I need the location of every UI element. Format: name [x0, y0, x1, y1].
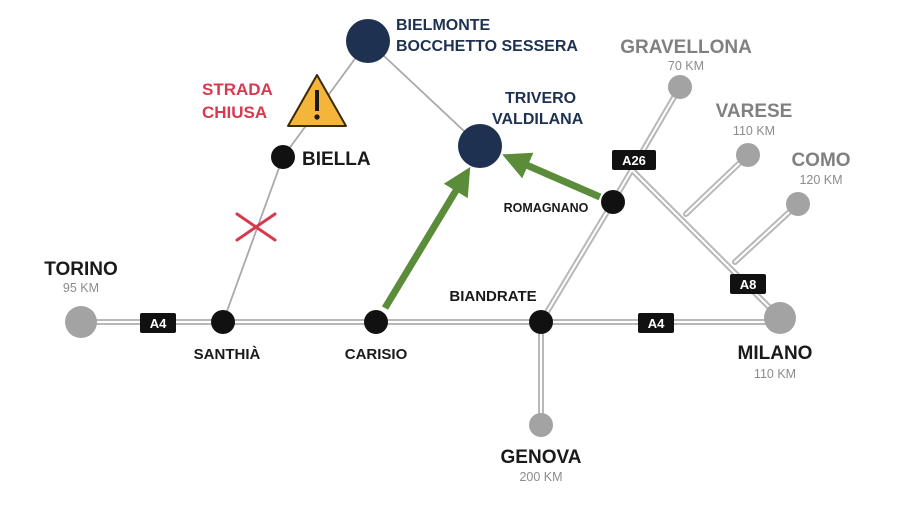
destination-nodes: [346, 19, 502, 168]
label-genova: GENOVA: [501, 447, 582, 468]
route-arrow-icon: [382, 167, 471, 310]
svg-text:A4: A4: [150, 316, 167, 331]
label-carisio: CARISIO: [345, 346, 408, 363]
label-gravellona: GRAVELLONA: [620, 37, 752, 58]
badge-a4-east: A4: [638, 313, 674, 333]
node-biella: [271, 145, 295, 169]
node-como: [786, 192, 810, 216]
label-bielmonte-line2: BOCCHETTO SESSERA: [396, 38, 578, 55]
svg-text:A4: A4: [648, 316, 665, 331]
distance-gravellona: 70 KM: [668, 59, 704, 73]
label-biandrate: BIANDRATE: [449, 288, 536, 305]
node-bielmonte: [346, 19, 390, 63]
label-strada-chiusa-line1: STRADA: [202, 80, 273, 99]
label-strada-chiusa-line2: CHIUSA: [202, 103, 267, 122]
label-santhia: SANTHIÀ: [194, 346, 261, 363]
node-carisio: [364, 310, 388, 334]
node-genova: [529, 413, 553, 437]
label-varese: VARESE: [716, 101, 793, 122]
grey-nodes: [65, 75, 810, 437]
distance-milano: 110 KM: [754, 367, 796, 381]
node-milano: [764, 302, 796, 334]
label-torino: TORINO: [44, 259, 118, 280]
route-arrow-icon: [502, 152, 602, 201]
node-biandrate: [529, 310, 553, 334]
road-bielmonte-trivero: [367, 40, 481, 147]
route-arrows: [382, 152, 602, 310]
motorways: [78, 84, 801, 428]
distance-varese: 110 KM: [733, 124, 775, 138]
distance-genova: 200 KM: [519, 470, 562, 484]
label-trivero-line1: TRIVERO: [505, 90, 576, 107]
node-santhia: [211, 310, 235, 334]
node-trivero: [458, 124, 502, 168]
node-gravellona: [668, 75, 692, 99]
label-milano: MILANO: [738, 343, 813, 364]
node-torino: [65, 306, 97, 338]
junction-nodes: [211, 145, 625, 334]
labels: BIELMONTE BOCCHETTO SESSERA TRIVERO VALD…: [44, 17, 850, 484]
warning-icon: [287, 74, 347, 127]
closed-road-x-icon: [235, 212, 277, 242]
badge-a26: A26: [612, 150, 656, 170]
svg-text:A26: A26: [622, 153, 646, 168]
badge-a8: A8: [730, 274, 766, 294]
distance-como: 120 KM: [799, 173, 842, 187]
label-como: COMO: [791, 150, 850, 171]
node-varese: [736, 143, 760, 167]
node-romagnano: [601, 190, 625, 214]
label-bielmonte-line1: BIELMONTE: [396, 17, 491, 34]
svg-text:A8: A8: [740, 277, 757, 292]
label-romagnano: ROMAGNANO: [504, 201, 589, 215]
road-santhia-biella: [222, 156, 284, 323]
label-biella: BIELLA: [302, 149, 371, 170]
label-trivero-line2: VALDILANA: [492, 111, 584, 128]
distance-torino: 95 KM: [63, 281, 99, 295]
motorway-badges: A4 A4 A26 A8: [140, 150, 766, 333]
badge-a4-west: A4: [140, 313, 176, 333]
